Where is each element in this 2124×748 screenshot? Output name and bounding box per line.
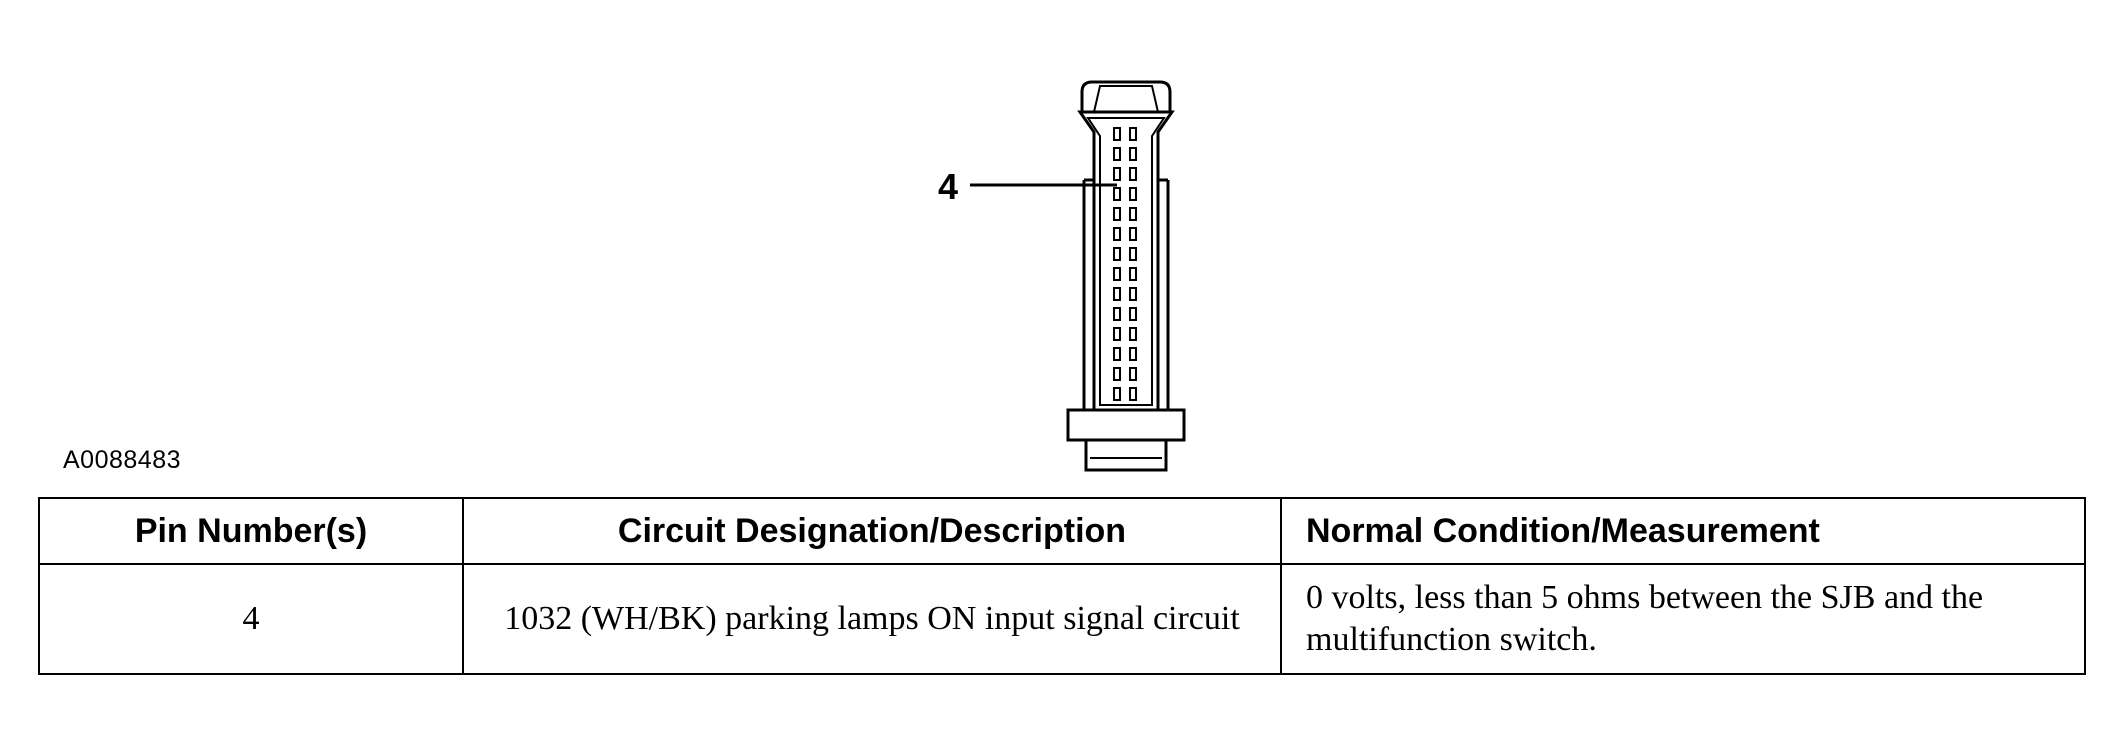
header-pin-numbers: Pin Number(s) — [38, 497, 464, 565]
connector-diagram: 4 — [938, 80, 1186, 472]
connector-housing — [1077, 110, 1175, 412]
header-normal-condition: Normal Condition/Measurement — [1280, 497, 2086, 565]
connector-bottom-flange — [1066, 408, 1186, 442]
figure-id: A0088483 — [63, 446, 182, 474]
cell-circuit-description: 1032 (WH/BK) parking lamps ON input sign… — [462, 563, 1282, 675]
table-row: 4 1032 (WH/BK) parking lamps ON input si… — [38, 563, 2086, 675]
table-header-row: Pin Number(s) Circuit Designation/Descri… — [38, 497, 2086, 565]
terminal-cavities — [1113, 127, 1137, 401]
pin-table: Pin Number(s) Circuit Designation/Descri… — [38, 497, 2086, 675]
header-circuit-description: Circuit Designation/Description — [462, 497, 1282, 565]
connector-face — [1066, 80, 1186, 472]
connector-housing-inner — [1086, 117, 1166, 406]
connector-bottom-lock — [1084, 440, 1168, 472]
connector-top-latch-inner — [1093, 85, 1159, 113]
connector-top-latch — [1080, 80, 1172, 112]
cell-normal-condition: 0 volts, less than 5 ohms between the SJ… — [1280, 563, 2086, 675]
pin-4-callout-label: 4 — [938, 166, 958, 207]
cell-pin-number: 4 — [38, 563, 464, 675]
